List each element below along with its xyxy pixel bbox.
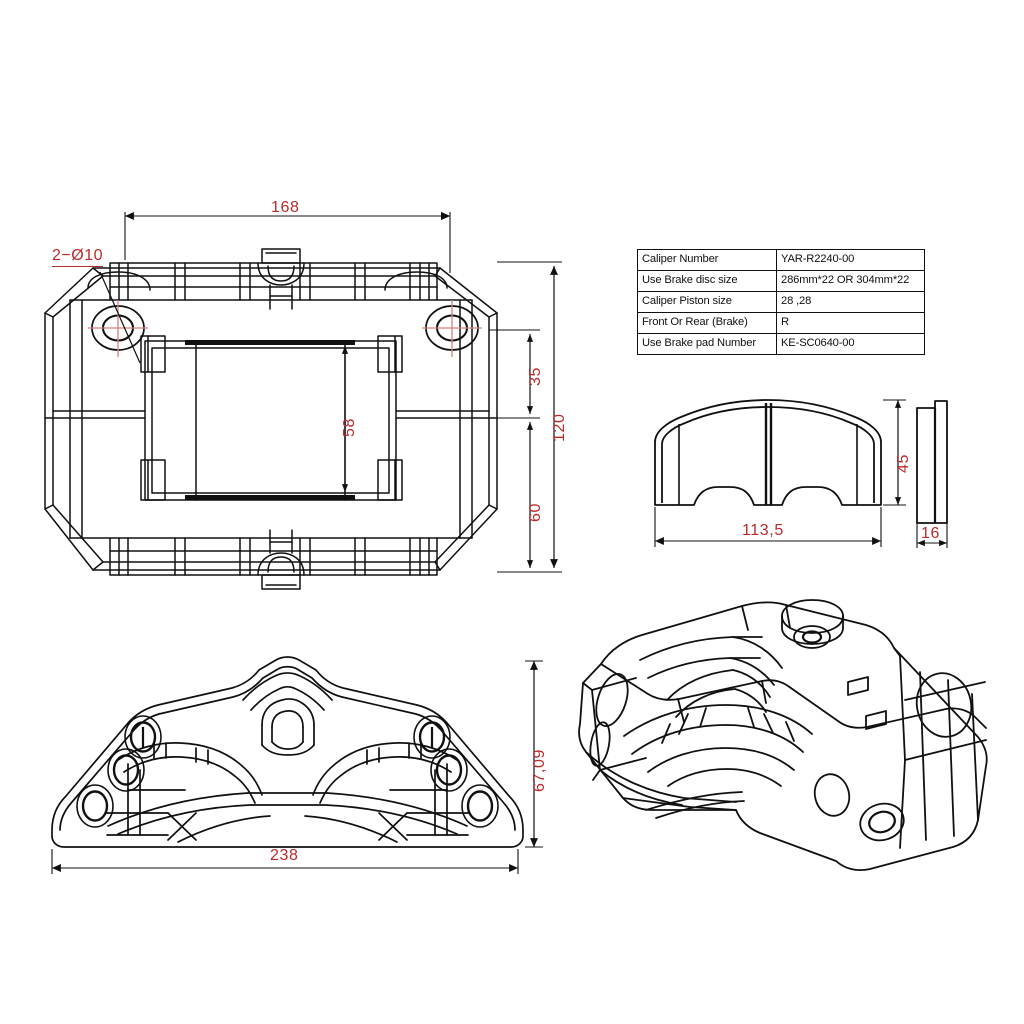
- table-row: Front Or Rear (Brake) R: [637, 312, 925, 334]
- hole-callout-leader: [99, 271, 141, 364]
- piston-bore-right-1: [460, 783, 500, 829]
- table-cell-label: Front Or Rear (Brake): [637, 312, 777, 334]
- top-view-dimension-lines: [124, 212, 562, 573]
- brake-pad-side-view-geometry: [916, 400, 948, 524]
- mounting-hole-left-centermark: [88, 300, 148, 357]
- table-cell-label: Use Brake disc size: [637, 270, 777, 292]
- table-cell-label: Caliper Piston size: [637, 291, 777, 313]
- caliper-side-view-dimension-lines: [51, 660, 543, 874]
- dimension-top-view-overall-height: 120: [551, 413, 568, 443]
- caliper-isometric-view-geometry: [578, 599, 988, 872]
- dimension-pad-width: 113,5: [742, 522, 784, 539]
- table-cell-value: R: [776, 312, 925, 334]
- table-cell-value: 286mm*22 OR 304mm*22: [776, 270, 925, 292]
- table-row: Use Brake disc size 286mm*22 OR 304mm*22: [637, 270, 925, 292]
- piston-bore-left-1: [75, 783, 115, 829]
- caliper-top-view-geometry: [44, 248, 498, 590]
- table-row: Use Brake pad Number KE-SC0640-00: [637, 333, 925, 355]
- table-cell-value: YAR-R2240-00: [776, 249, 925, 271]
- dimension-top-view-opening-height: 58: [341, 418, 358, 437]
- dimension-hole-callout: 2−Ø10: [52, 247, 103, 267]
- table-cell-label: Use Brake pad Number: [637, 333, 777, 355]
- piston-bore-left-3: [123, 714, 163, 760]
- table-row: Caliper Piston size 28 ,28: [637, 291, 925, 313]
- caliper-side-view-geometry: [51, 656, 524, 848]
- dimension-side-view-length: 238: [270, 847, 299, 864]
- brake-pad-thickness-dimension: [916, 523, 948, 548]
- dimension-top-view-lower-height: 60: [527, 503, 544, 522]
- piston-bore-right-3: [412, 714, 452, 760]
- dimension-pad-thickness: 16: [921, 525, 940, 542]
- dimension-top-view-width: 168: [271, 199, 300, 216]
- caliper-specification-table: Caliper Number YAR-R2240-00 Use Brake di…: [637, 249, 925, 355]
- table-row: Caliper Number YAR-R2240-00: [637, 249, 925, 271]
- dimension-side-view-height: 67,09: [531, 748, 548, 792]
- table-cell-label: Caliper Number: [637, 249, 777, 271]
- brake-pad-dimension-lines: [654, 399, 906, 547]
- brake-pad-front-view-geometry: [654, 399, 882, 506]
- dimension-top-view-upper-height: 35: [527, 367, 544, 386]
- table-cell-value: 28 ,28: [776, 291, 925, 313]
- mounting-hole-right-centermark: [422, 300, 482, 357]
- dimension-pad-height: 45: [895, 454, 912, 473]
- table-cell-value: KE-SC0640-00: [776, 333, 925, 355]
